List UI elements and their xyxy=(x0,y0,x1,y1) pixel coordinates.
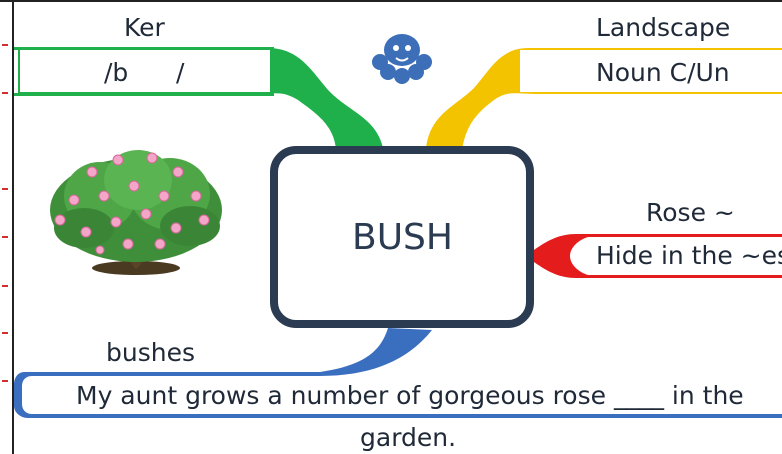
margin-mark xyxy=(2,380,8,382)
margin-mark xyxy=(2,188,8,190)
margin-mark xyxy=(2,285,8,287)
red-branch-label-1: Rose ~ xyxy=(646,198,735,227)
blue-branch-label-1: bushes xyxy=(106,338,195,367)
yellow-branch xyxy=(426,48,782,150)
central-topic-label: BUSH xyxy=(352,217,453,258)
margin-mark xyxy=(2,332,8,334)
red-branch xyxy=(534,234,782,278)
page-top-border xyxy=(0,0,782,2)
flowering-bush-illustration xyxy=(50,150,222,275)
blue-branch-sentence-line-2: garden. xyxy=(360,423,457,452)
margin-mark xyxy=(2,92,8,94)
octopus-icon xyxy=(372,34,432,84)
yellow-branch-label-2: Noun C/Un xyxy=(596,58,730,87)
red-branch-label-2: Hide in the ~es xyxy=(596,241,782,270)
blue-branch-sentence-line-1: My aunt grows a number of gorgeous rose … xyxy=(76,381,744,410)
page-left-border xyxy=(0,0,14,454)
margin-mark xyxy=(2,44,8,46)
central-node xyxy=(270,146,534,328)
margin-mark xyxy=(2,236,8,238)
green-branch-lower-line xyxy=(14,93,274,96)
red-branch-connector xyxy=(534,234,782,278)
green-branch xyxy=(14,47,383,150)
yellow-branch-label-1: Landscape xyxy=(596,13,731,42)
blue-branch-connector xyxy=(14,328,782,418)
green-branch-upper-line xyxy=(14,47,274,50)
blue-branch xyxy=(14,328,782,418)
green-branch-label-1: Ker xyxy=(124,13,165,42)
green-branch-label-2: /b / xyxy=(104,58,185,87)
